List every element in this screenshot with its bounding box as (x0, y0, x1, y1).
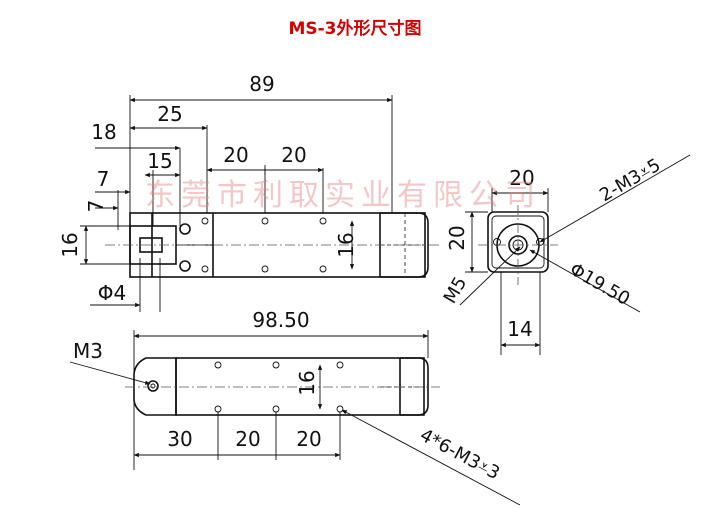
label-2-m3-thread: 2-M3⩡5 (596, 155, 664, 206)
dim-end-height: 20 (445, 225, 469, 250)
label-phi19-50: Φ19.50 (566, 259, 633, 310)
dim-7-a: 7 (97, 167, 110, 191)
label-4x6-m3-thread: 4*6-M3⩡3 (416, 425, 503, 484)
dim-20-bottom-a: 20 (235, 427, 260, 451)
dim-15: 15 (147, 149, 172, 173)
dim-7-b: 7 (84, 200, 108, 213)
dim-18: 18 (91, 120, 116, 144)
label-m5: M5 (440, 273, 472, 307)
dim-end-width: 20 (509, 166, 534, 190)
dim-14: 14 (507, 317, 532, 341)
dim-overall-length: 89 (249, 72, 274, 96)
company-watermark: 东莞市利取实业有限公司 (145, 178, 541, 213)
drawing-title: MS-3外形尺寸图 (288, 18, 421, 39)
dim-20-pitch-b: 20 (281, 143, 306, 167)
dim-25: 25 (157, 102, 182, 126)
dim-16-bottom: 16 (295, 370, 319, 395)
bottom-view: 98.50 M3 30 20 20 16 4*6-M3⩡3 (69, 308, 521, 506)
top-view: 89 25 18 20 20 15 7 7 16 16 Φ4 (58, 72, 440, 312)
dim-98-50: 98.50 (252, 308, 309, 332)
dim-30: 30 (167, 427, 192, 451)
dim-20-bottom-b: 20 (296, 427, 321, 451)
dim-phi4: Φ4 (98, 281, 126, 305)
bottom-view-body (175, 357, 425, 416)
label-m3: M3 (73, 339, 103, 363)
dim-20-pitch-a: 20 (223, 143, 248, 167)
dim-16-left: 16 (58, 232, 82, 257)
dim-16-right: 16 (334, 232, 358, 257)
